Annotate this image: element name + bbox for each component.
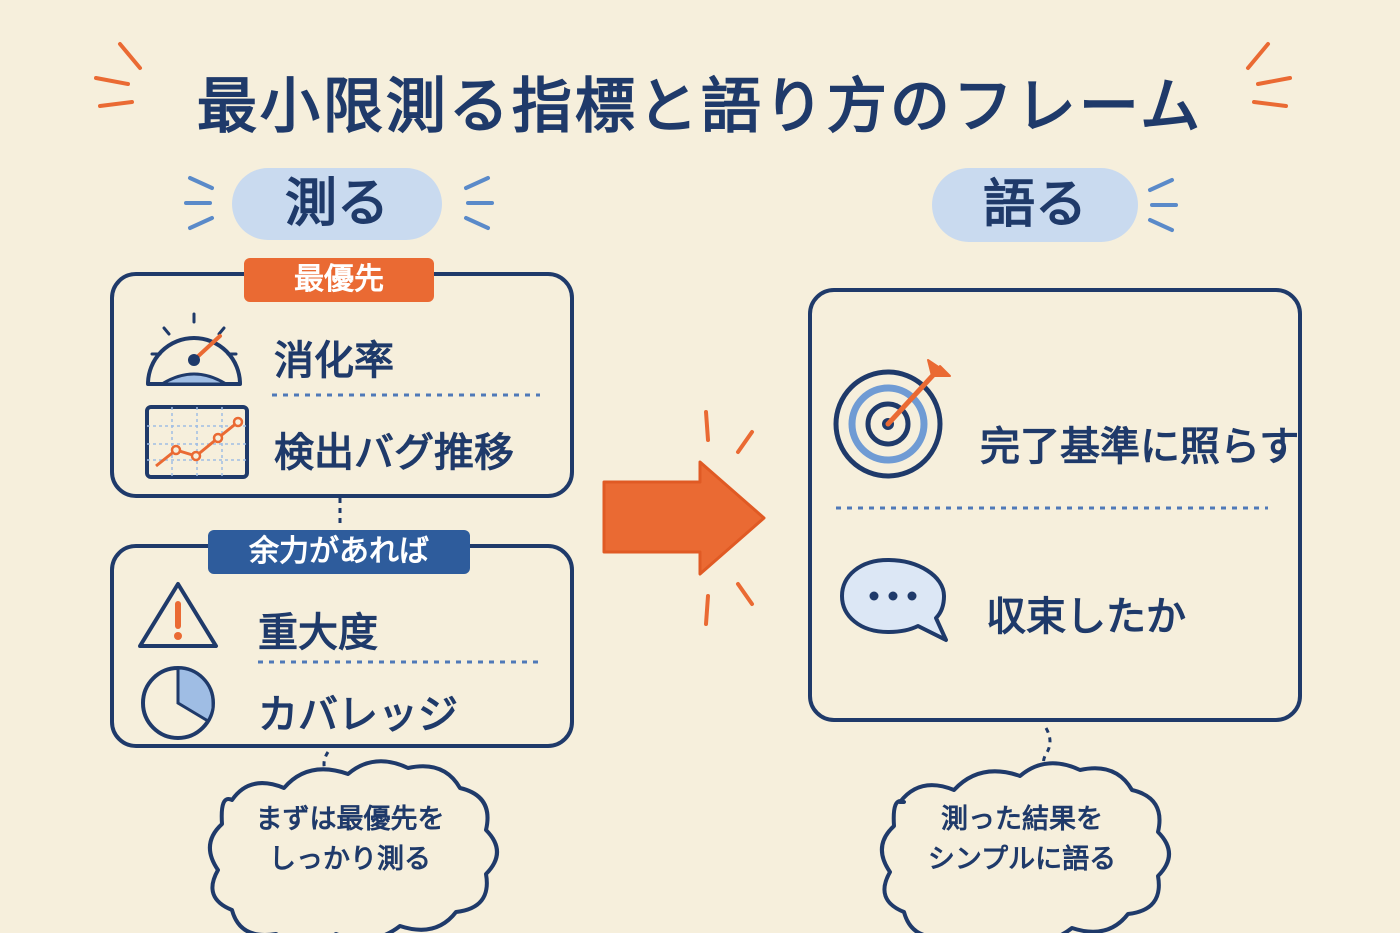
note-cloud-right	[880, 761, 1171, 933]
heading-left-sparkle-icon	[184, 176, 494, 230]
note-left-text: まずは最優先を しっかり測る	[200, 800, 500, 880]
item-bug-trend: 検出バグ推移	[274, 430, 514, 476]
note-cloud-left	[208, 759, 499, 933]
note-right-line-2: シンプルに語る	[927, 844, 1117, 875]
title-sparkle-left-icon	[94, 42, 142, 108]
heading-measure: 測る	[232, 168, 442, 240]
tell-card	[808, 288, 1302, 722]
item-converged: 収束したか	[986, 594, 1186, 640]
heading-tell: 語る	[932, 168, 1138, 242]
item-completion-criteria: 完了基準に照らす	[980, 424, 1300, 470]
speech-bubble-icon	[840, 558, 948, 642]
note-left-line-2: しっかり測る	[269, 844, 431, 875]
note-right-line-1: 測った結果を	[941, 804, 1103, 835]
line-chart-icon	[145, 405, 249, 479]
item-consumption-rate: 消化率	[274, 338, 394, 384]
optional-tag: 余力があれば	[208, 530, 470, 574]
gauge-icon	[146, 312, 242, 386]
arrow-right-icon	[602, 410, 766, 626]
title-sparkle-right-icon	[1246, 42, 1292, 108]
warning-icon	[138, 582, 218, 648]
target-icon	[833, 359, 951, 479]
item-coverage: カバレッジ	[258, 692, 458, 738]
note-left-line-1: まずは最優先を	[255, 804, 445, 835]
priority-tag: 最優先	[244, 258, 434, 302]
heading-right-sparkle-icon	[1148, 178, 1178, 232]
note-right-text: 測った結果を シンプルに語る	[872, 800, 1172, 880]
pie-chart-icon	[141, 666, 215, 740]
item-severity: 重大度	[258, 610, 378, 656]
page-title: 最小限測る指標と語り方のフレーム	[196, 72, 1204, 142]
